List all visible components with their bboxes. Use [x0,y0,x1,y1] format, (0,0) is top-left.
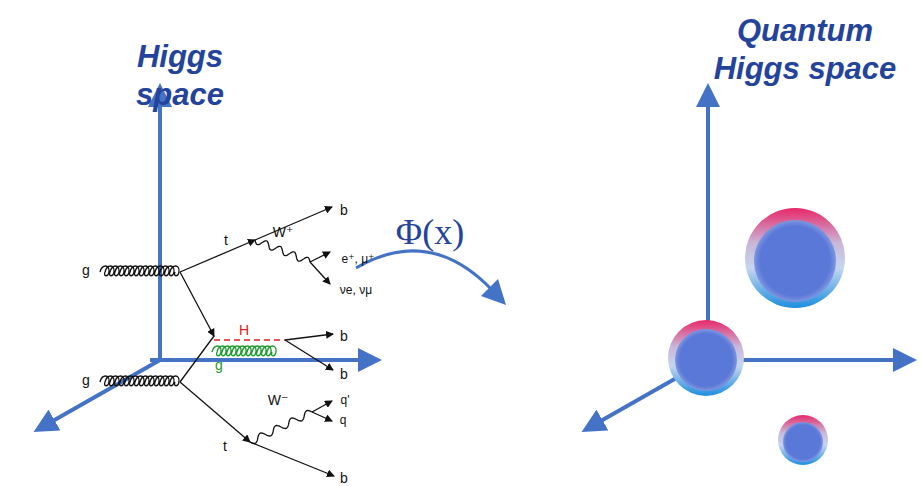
axes [592,95,905,426]
particle-label: q' [341,394,350,406]
axes [44,95,370,426]
particle-label: W⁺ [273,225,294,239]
particle-label: q [340,414,347,426]
feynman-diagram [100,207,334,476]
particle-label: b [340,367,348,381]
particle-label: H [239,323,249,337]
particle-label: e⁺, μ⁺ [342,253,375,265]
particle-label: νe, νμ [340,284,372,296]
particle-label: g [215,358,223,372]
mapping-arrow [356,251,492,290]
propagator [212,346,276,356]
spheres [668,208,845,465]
arrow-head [481,279,506,305]
particle-label: g [82,263,90,277]
particle-label: g [82,373,90,387]
space-title: Quantum Higgs space [700,12,910,88]
particle-label: t [224,233,228,247]
particle-label: t [223,439,227,453]
space-title: Higgs space [100,38,260,114]
particle-label: b [340,471,348,485]
propagator [250,411,312,444]
particle-label: b [340,329,348,343]
propagator [100,266,179,276]
particle-label: b [340,203,348,217]
propagator [255,240,310,262]
propagator [100,376,179,386]
particle-label: W⁻ [268,393,289,407]
map-label: Φ(x) [396,211,464,253]
